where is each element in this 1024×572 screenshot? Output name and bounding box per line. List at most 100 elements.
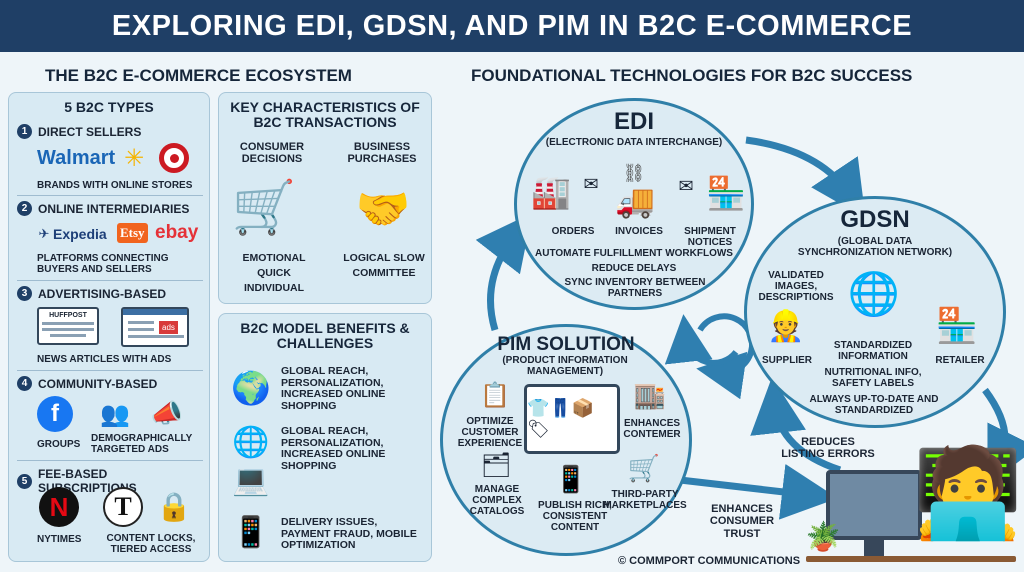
benefits-panel: B2C MODEL BENEFITS & CHALLENGES 🌍 GLOBAL…: [218, 313, 432, 562]
benefits-heading: B2C MODEL BENEFITS & CHALLENGES: [240, 320, 410, 352]
type-number: 3: [17, 286, 32, 301]
type-number: 2: [17, 201, 32, 216]
business-meeting-icon: 🤝: [355, 185, 411, 234]
target-logo-icon: [159, 143, 189, 173]
gdsn-benefit-3: ALWAYS UP-TO-DATE AND STANDARDIZED: [809, 394, 939, 417]
type-caption: NEWS ARTICLES WITH ADS: [37, 354, 172, 365]
ebay-text: ebay: [155, 222, 199, 243]
happy-consumer-icon: 🧑‍💻: [913, 442, 1023, 542]
reduces-errors-label: REDUCES LISTING ERRORS: [781, 436, 875, 461]
edi-circle: [514, 98, 754, 310]
globe-network-icon: 🌐: [847, 269, 901, 317]
etsy-logo: Etsy: [117, 223, 148, 243]
pim-subtitle: (PRODUCT INFORMATION MANAGEMENT): [502, 355, 628, 378]
type-label: COMMUNITY-BASED: [38, 376, 158, 391]
globe-icon: 🌍: [231, 370, 271, 406]
type-caption: PLATFORMS CONNECTING BUYERS AND SELLERS: [37, 253, 169, 275]
expedia-logo: Expedia: [53, 226, 107, 242]
edi-benefit-2: REDUCE DELAYS: [591, 263, 677, 274]
edi-to-gdsn-arrow: [745, 136, 866, 219]
supplier-person-icon: 👷: [767, 309, 805, 343]
characteristics-panel: KEY CHARACTERISTICS OF B2C TRANSACTIONS …: [218, 92, 432, 304]
edi-title: EDI: [613, 108, 654, 135]
edi-subtitle: (ELECTRONIC DATA INTERCHANGE): [545, 137, 723, 148]
newspaper-icon: HUFFPOST: [37, 307, 99, 345]
type-label: DIRECT SELLERS: [38, 124, 142, 139]
consumer-traits: EMOTIONAL QUICK INDIVIDUAL: [242, 252, 306, 295]
megaphone-icon: 📣: [150, 397, 184, 428]
plant-icon: 🪴: [805, 520, 841, 552]
checklist-icon: 📋: [480, 381, 510, 409]
expedia-plane-icon: ✈: [38, 226, 50, 241]
type-caption: NYTIMES: [37, 534, 82, 545]
edi-benefit-3: SYNC INVENTORY BETWEEN PARTNERS: [564, 277, 706, 300]
business-purchases-label: BUSINESS PURCHASES: [347, 141, 417, 166]
pim-third-party-label: THIRD-PARTY MARKETPLACES: [603, 489, 687, 512]
type-number: 5: [17, 473, 32, 489]
gdsn-benefit-2: NUTRITIONAL INFO, SAFETY LABELS: [824, 367, 922, 390]
benefit-item-2: GLOBAL REACH, PERSONALIZATION, INCREASED…: [281, 425, 386, 472]
type-caption: BRANDS WITH ONLINE STORES: [37, 180, 193, 191]
type-direct-sellers: 1 DIRECT SELLERS: [17, 124, 141, 139]
type-online-intermediaries: 2 ONLINE INTERMEDIARIES: [17, 201, 189, 216]
divider: [17, 280, 203, 281]
type-advertising-based: 3 ADVERTISING-BASED: [17, 286, 166, 301]
copyright-footer: © COMMPORT COMMUNICATIONS: [618, 555, 801, 567]
lock-icon: 🔒: [156, 490, 192, 522]
edi-notices-label: SHIPMENT NOTICES: [684, 226, 736, 249]
walmart-logo: Walmart: [37, 147, 116, 169]
computer-monitor-icon: [826, 470, 922, 540]
divider: [17, 370, 203, 371]
shopping-cart-icon: 🛒: [231, 178, 297, 237]
envelope-icon: ✉: [583, 173, 599, 194]
page-title-banner: EXPLORING EDI, GDSN, AND PIM IN B2C E-CO…: [0, 0, 1024, 52]
benefit-item-3: DELIVERY ISSUES, PAYMENT FRAUD, MOBILE O…: [281, 516, 417, 552]
marketplace-cart-icon: 🛒: [627, 452, 661, 483]
chain-icon: ⛓: [622, 162, 646, 183]
type-number: 4: [17, 376, 32, 391]
walmart-spark-icon: ✳: [123, 144, 145, 172]
gdsn-validated-label: VALIDATED IMAGES, DESCRIPTIONS: [758, 270, 834, 304]
ebay-logo: ebay: [155, 222, 198, 244]
b2c-types-panel: 5 B2C TYPES 1 DIRECT SELLERS Walmart ✳ B…: [8, 92, 210, 562]
retailer-store-icon: 🏪: [935, 307, 979, 345]
edi-invoices-label: INVOICES: [615, 226, 663, 237]
type-caption: CONTENT LOCKS, TIERED ACCESS: [106, 533, 196, 555]
center-cycle-arrow-2: [664, 314, 739, 366]
business-traits: LOGICAL SLOW COMMITTEE: [343, 252, 425, 280]
gdsn-supplier-label: SUPPLIER: [761, 355, 812, 366]
benefit-item-1: GLOBAL REACH, PERSONALIZATION, INCREASED…: [281, 365, 386, 412]
type-label: ADVERTISING-BASED: [38, 286, 167, 301]
gdsn-to-user-arrow: [982, 387, 1024, 486]
envelope-icon: ✉: [678, 175, 694, 196]
pim-to-edi-arrow: [475, 212, 533, 332]
desk: [806, 556, 1016, 562]
pim-manage-label: MANAGE COMPLEX CATALOGS: [469, 484, 525, 518]
edi-orders-label: ORDERS: [551, 226, 595, 237]
pim-dashboard-screen: 👕👖📦🏷: [524, 384, 620, 454]
type-community-based: 4 COMMUNITY-BASED: [17, 376, 157, 391]
pim-store-icon: 🏬: [633, 379, 667, 410]
pim-enhances-label: ENHANCES CONTEMER: [623, 418, 681, 441]
browser-ads-icon: ads: [121, 307, 189, 347]
consumer-decisions-label: CONSUMER DECISIONS: [239, 141, 305, 166]
pim-publish-label: PUBLISH RICH, CONSISTENT CONTENT: [538, 500, 612, 534]
type-caption: DEMOGRAPHICALLY TARGETED ADS: [91, 433, 193, 455]
gdsn-retailer-label: RETAILER: [935, 355, 985, 366]
edi-benefit-1: AUTOMATE FULFILLMENT WORKFLOWS: [535, 248, 733, 259]
enhances-trust-label: ENHANCES CONSUMER TRUST: [709, 503, 775, 540]
gdsn-title: GDSN: [840, 206, 910, 233]
gdsn-subtitle: (GLOBAL DATA SYNCHRONIZATION NETWORK): [797, 236, 953, 259]
ad-badge: ads: [159, 321, 178, 334]
gdsn-circle: [744, 196, 1006, 428]
laptop-cash-icon: 💻: [232, 463, 270, 497]
pim-title: PIM SOLUTION: [497, 334, 635, 355]
monitor-stand: [864, 540, 884, 556]
netflix-icon: N: [39, 487, 79, 527]
catalog-icon: 🗂: [480, 451, 512, 479]
type-number: 1: [17, 124, 32, 139]
newspaper-masthead: HUFFPOST: [49, 312, 87, 319]
store-icon: 🏪: [706, 175, 746, 211]
right-section-title: FOUNDATIONAL TECHNOLOGIES FOR B2C SUCCES…: [471, 66, 913, 85]
